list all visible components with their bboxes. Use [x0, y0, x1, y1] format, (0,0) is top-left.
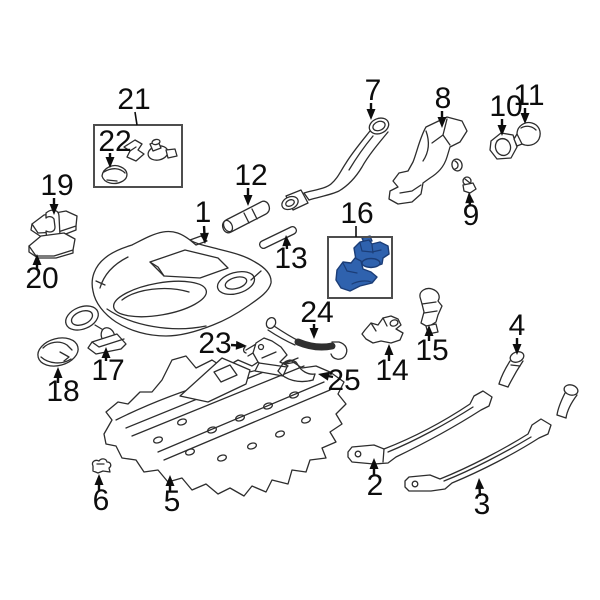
part-art-tank-cushion-upper[interactable]: [30, 209, 78, 244]
part-label-24[interactable]: 24: [300, 296, 334, 329]
arrowhead-14: [384, 344, 394, 355]
part-label-16[interactable]: 16: [340, 197, 374, 230]
arrowhead-25: [318, 371, 330, 381]
arrowhead-20: [32, 254, 42, 265]
arrowhead-7: [366, 109, 376, 120]
part-label-22[interactable]: 22: [98, 125, 132, 158]
part-art-tank-cushion-lower[interactable]: [28, 232, 76, 259]
part-label-11[interactable]: 11: [513, 79, 545, 112]
leader-line-21: [134, 111, 138, 126]
arrowhead-12: [243, 195, 253, 206]
arrowhead-18: [53, 367, 63, 378]
part-art-connecting-tube[interactable]: [221, 200, 271, 234]
arrowhead-15: [424, 325, 434, 336]
part-label-8[interactable]: 8: [434, 82, 452, 115]
part-label-4[interactable]: 4: [508, 309, 526, 342]
part-art-clip-small[interactable]: [451, 158, 464, 172]
part-art-vent-hose[interactable]: [265, 316, 348, 360]
part-art-clip[interactable]: [91, 458, 112, 474]
part-label-9[interactable]: 9: [462, 199, 480, 232]
part-art-screw-grommet[interactable]: [462, 176, 477, 194]
part-art-filler-pipe-cover[interactable]: [388, 116, 468, 205]
part-label-7[interactable]: 7: [364, 74, 382, 107]
part-label-17[interactable]: 17: [91, 354, 125, 387]
part-art-fuel-vent-valve[interactable]: [361, 315, 404, 344]
part-label-2[interactable]: 2: [366, 469, 384, 502]
arrowhead-2: [369, 458, 379, 469]
part-label-6[interactable]: 6: [92, 484, 110, 517]
group-box-16: [327, 236, 393, 299]
part-art-seal-cap[interactable]: [101, 164, 128, 185]
arrowhead-17: [101, 347, 111, 358]
arrowhead-5: [165, 475, 175, 486]
part-art-fuel-gauge-sender[interactable]: [62, 301, 127, 355]
arrowhead-23: [235, 340, 247, 350]
part-art-fuel-tank[interactable]: [91, 230, 272, 337]
part-label-14[interactable]: 14: [375, 354, 409, 387]
part-art-fuel-hose[interactable]: [277, 359, 316, 383]
part-label-18[interactable]: 18: [46, 375, 80, 408]
arrowhead-13: [282, 235, 292, 247]
part-label-25[interactable]: 25: [327, 364, 361, 397]
part-art-fuel-joint-pipe[interactable]: [242, 337, 289, 377]
part-art-tank-strap-front[interactable]: [347, 390, 493, 465]
part-label-12[interactable]: 12: [234, 159, 268, 192]
arrowhead-3: [475, 478, 485, 490]
part-label-5[interactable]: 5: [163, 485, 181, 518]
part-art-fuel-filler-pipe[interactable]: [280, 115, 391, 212]
part-art-small-pipe[interactable]: [556, 383, 579, 419]
part-label-21[interactable]: 21: [117, 83, 151, 116]
part-label-23[interactable]: 23: [198, 327, 232, 360]
part-label-10[interactable]: 10: [489, 90, 523, 123]
part-label-20[interactable]: 20: [25, 262, 59, 295]
part-art-vent-pipe[interactable]: [498, 350, 525, 388]
part-label-1[interactable]: 1: [194, 196, 212, 229]
part-art-breather-tube[interactable]: [258, 225, 298, 250]
arrowhead-10: [497, 125, 507, 136]
part-label-15[interactable]: 15: [415, 334, 449, 367]
arrowhead-11: [520, 113, 530, 124]
arrowhead-8: [437, 117, 447, 128]
arrowhead-6: [94, 474, 104, 485]
group-box-21: [93, 124, 183, 188]
part-art-hole-plug[interactable]: [513, 121, 541, 147]
arrowhead-19: [49, 204, 59, 215]
part-label-13[interactable]: 13: [274, 242, 308, 275]
arrowhead-24: [309, 328, 319, 339]
part-art-access-cap[interactable]: [35, 334, 82, 371]
arrowhead-9: [465, 192, 475, 204]
arrowhead-1: [199, 232, 209, 244]
part-label-3[interactable]: 3: [473, 488, 491, 521]
part-label-19[interactable]: 19: [40, 169, 74, 202]
arrowhead-4: [512, 344, 522, 355]
part-art-tank-guard-plate[interactable]: [103, 355, 347, 497]
arrowhead-22: [105, 157, 115, 168]
part-art-pump-hardware-kit[interactable]: [123, 138, 178, 162]
part-art-tank-strap-rear[interactable]: [404, 418, 552, 492]
